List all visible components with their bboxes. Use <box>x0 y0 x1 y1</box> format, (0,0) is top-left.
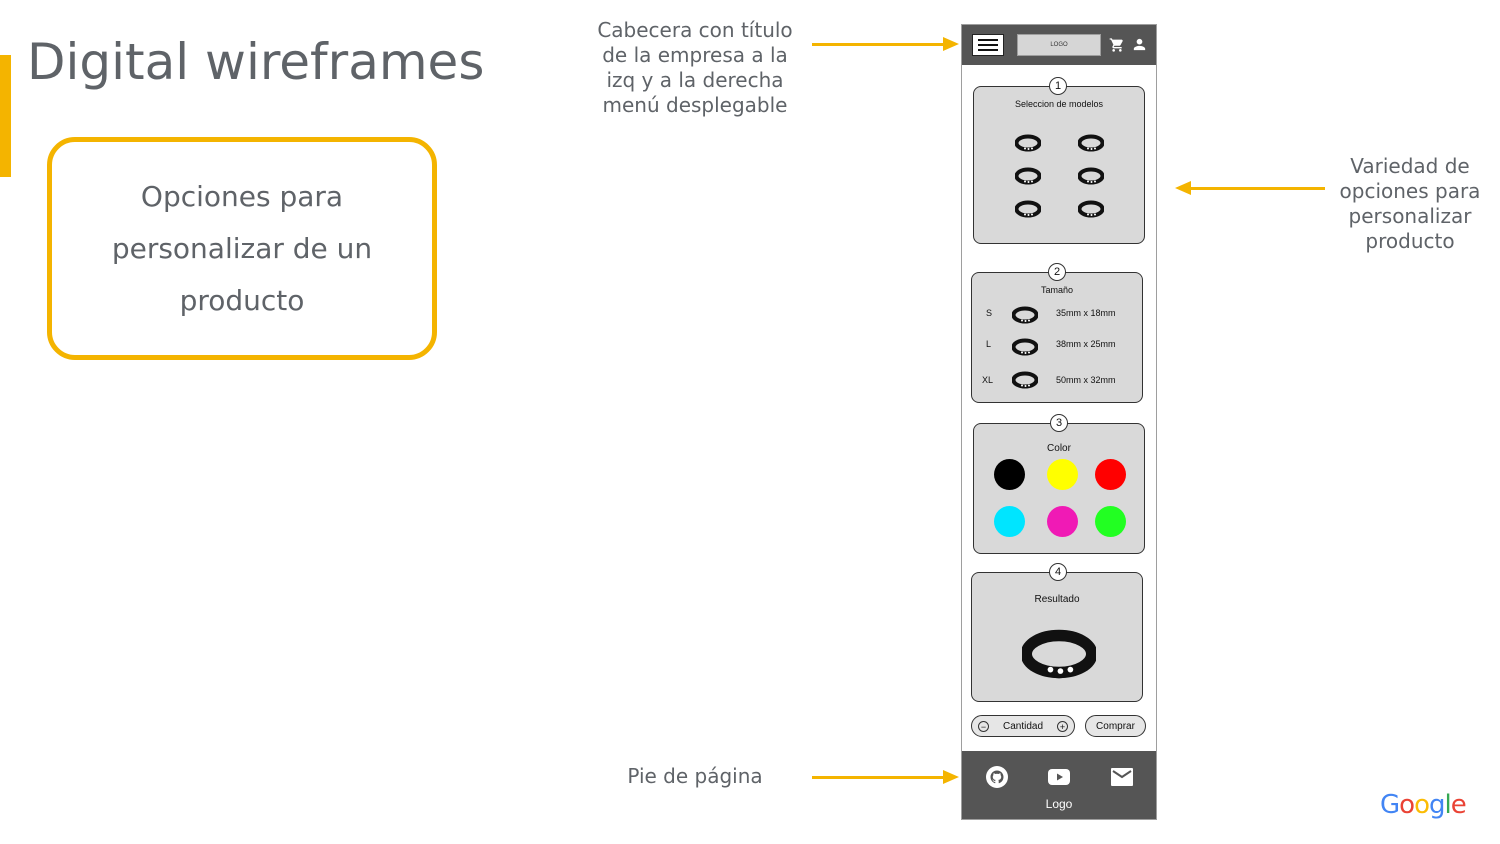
quantity-stepper[interactable]: − Cantidad + <box>971 715 1075 737</box>
color-swatch-green[interactable] <box>1095 506 1126 537</box>
size-option[interactable] <box>1012 306 1038 324</box>
size-label: L <box>986 339 992 349</box>
cart-icon[interactable] <box>1109 37 1125 53</box>
header-logo: LOGO <box>1017 34 1101 56</box>
arrow-head <box>943 770 959 784</box>
section-title: Seleccion de modelos <box>1014 99 1104 109</box>
size-option[interactable] <box>1012 338 1038 356</box>
section-title: Color <box>1047 443 1071 454</box>
model-selection-panel: Seleccion de modelos <box>973 86 1145 244</box>
step-number: 2 <box>1048 263 1066 281</box>
step-number: 3 <box>1050 414 1068 432</box>
app-header: LOGO <box>962 25 1156 65</box>
step-number: 4 <box>1049 563 1067 581</box>
model-option[interactable] <box>1078 134 1104 152</box>
model-option[interactable] <box>1015 167 1041 185</box>
mail-icon[interactable] <box>1110 765 1134 789</box>
youtube-icon[interactable] <box>1047 765 1071 789</box>
section-title: Resultado <box>1034 594 1080 605</box>
arrow-line <box>1190 187 1325 190</box>
description-card: Opciones para personalizar de un product… <box>47 137 437 360</box>
color-panel: Color <box>973 423 1145 554</box>
color-swatch-black[interactable] <box>994 459 1025 490</box>
model-option[interactable] <box>1015 134 1041 152</box>
minus-icon[interactable]: − <box>978 720 989 732</box>
google-logo: Google <box>1380 790 1467 820</box>
quantity-label: Cantidad <box>1002 720 1044 732</box>
footer-logo: Logo <box>1045 797 1073 811</box>
step-number: 1 <box>1049 77 1067 95</box>
size-dims: 35mm x 18mm <box>1056 308 1116 318</box>
model-option[interactable] <box>1015 200 1041 218</box>
size-label: S <box>986 308 993 318</box>
arrow-line <box>812 43 944 46</box>
arrow-line <box>812 776 944 779</box>
slide-title: Digital wireframes <box>27 33 485 91</box>
annotation-header: Cabecera con título de la empresa a la i… <box>597 18 793 117</box>
annotation-footer: Pie de página <box>627 764 763 788</box>
color-swatch-yellow[interactable] <box>1047 459 1078 490</box>
size-panel: Tamaño S 35mm x 18mm L 38mm x 25mm XL 50… <box>971 272 1143 403</box>
model-option[interactable] <box>1078 167 1104 185</box>
color-swatch-magenta[interactable] <box>1047 506 1078 537</box>
section-title: Tamaño <box>1040 285 1074 295</box>
user-icon[interactable] <box>1131 36 1148 53</box>
color-swatch-red[interactable] <box>1095 459 1126 490</box>
model-option[interactable] <box>1078 200 1104 218</box>
plus-icon[interactable]: + <box>1057 720 1068 732</box>
result-band-image <box>1022 628 1096 680</box>
description-text: Opciones para personalizar de un product… <box>111 179 373 317</box>
size-label: XL <box>982 375 994 385</box>
size-option[interactable] <box>1012 371 1038 389</box>
size-dims: 38mm x 25mm <box>1056 339 1116 349</box>
buy-button[interactable]: Comprar <box>1085 715 1146 737</box>
size-dims: 50mm x 32mm <box>1056 375 1116 385</box>
result-panel: Resultado <box>971 572 1143 702</box>
github-icon[interactable] <box>985 765 1009 789</box>
arrow-head <box>1175 181 1191 195</box>
phone-wireframe: LOGO Seleccion de modelos 1 Tamaño S 35m… <box>961 24 1157 820</box>
app-footer: Logo <box>962 751 1156 819</box>
accent-bar <box>0 55 11 177</box>
arrow-head <box>943 37 959 51</box>
annotation-options: Variedad de opciones para personalizar p… <box>1339 154 1481 253</box>
color-swatch-cyan[interactable] <box>994 506 1025 537</box>
menu-icon[interactable] <box>972 34 1004 56</box>
